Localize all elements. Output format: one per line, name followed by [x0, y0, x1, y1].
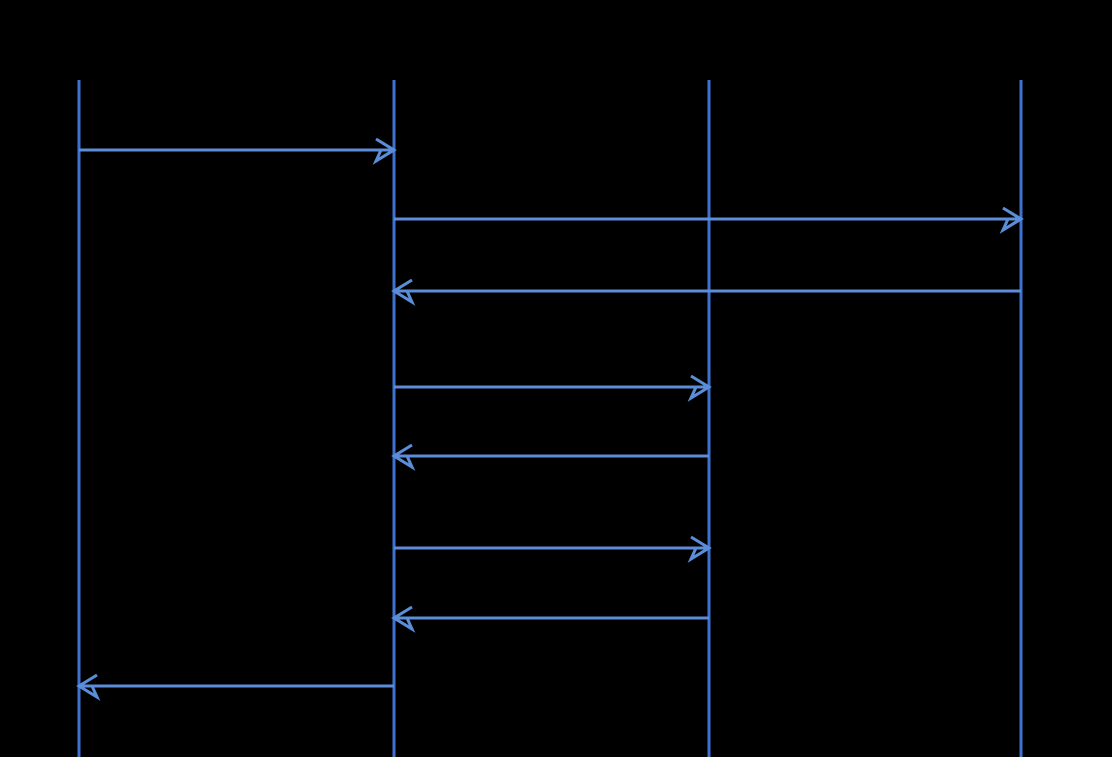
messages-group: [76, 137, 1024, 701]
arrowhead-2: [999, 206, 1024, 234]
arrowhead-4: [687, 374, 712, 402]
message-arrow-1: [79, 137, 397, 165]
arrowhead-7: [391, 605, 416, 633]
message-arrow-3: [391, 278, 1021, 306]
lifelines-group: [77, 80, 1023, 757]
arrowhead-5: [391, 443, 416, 471]
message-arrow-7: [391, 605, 709, 633]
message-arrow-4: [394, 374, 712, 402]
arrowhead-3: [391, 278, 416, 306]
arrowhead-6: [687, 535, 712, 563]
message-arrow-6: [394, 535, 712, 563]
message-arrow-5: [391, 443, 709, 471]
arrowhead-8: [76, 673, 101, 701]
message-arrow-8: [76, 673, 394, 701]
message-arrow-2: [394, 206, 1024, 234]
arrowhead-1: [372, 137, 397, 165]
